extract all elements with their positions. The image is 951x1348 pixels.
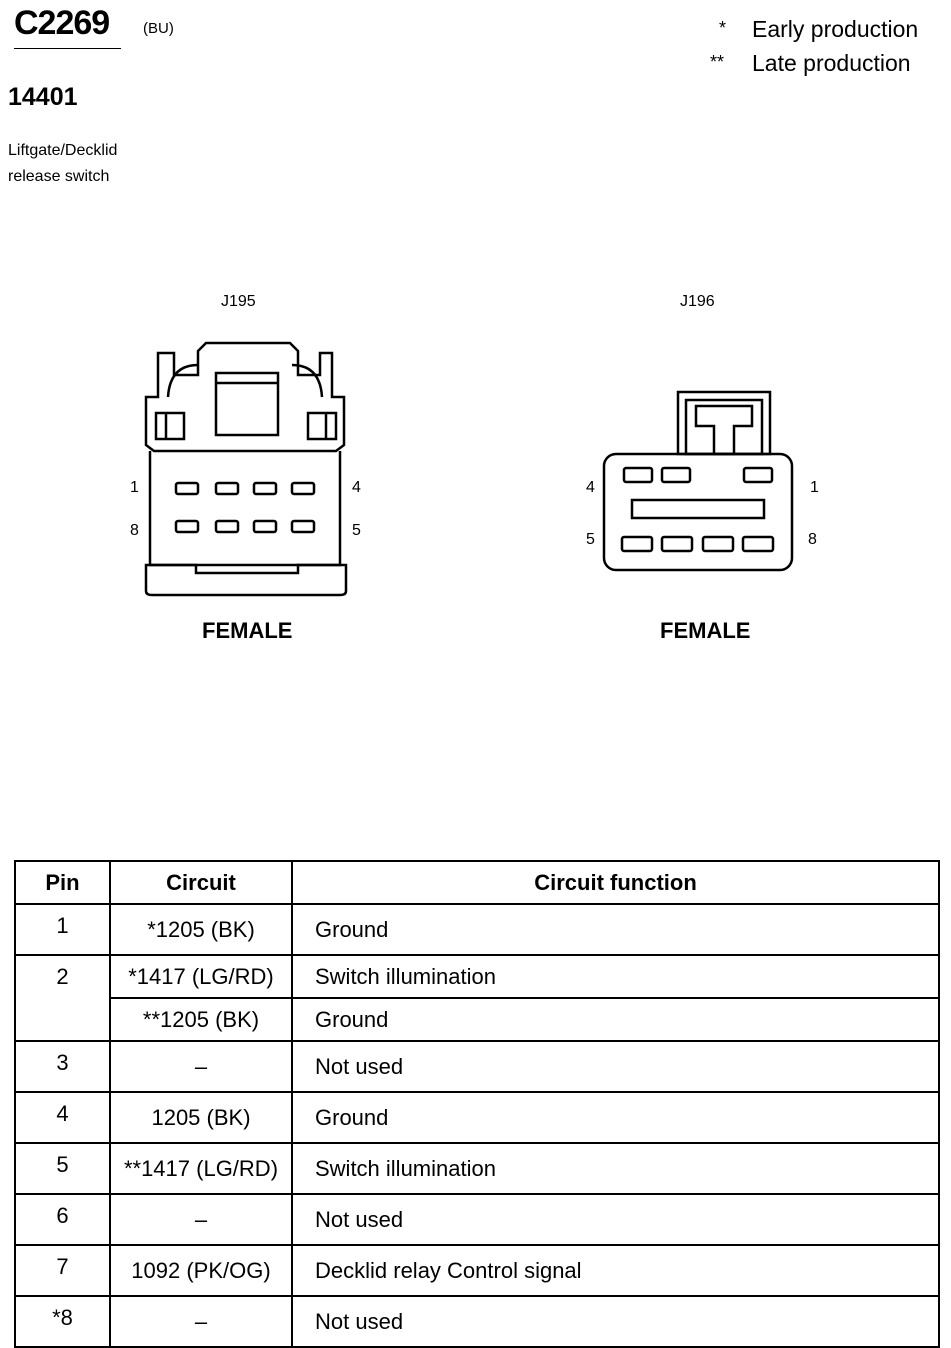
- pin-cell: 6: [14, 1193, 111, 1246]
- connector-color: (BU): [143, 20, 174, 37]
- pin-label-j196-bottom-left: 5: [586, 531, 595, 548]
- circuit-cell: 1205 (BK): [109, 1091, 293, 1144]
- circuit-cell: –: [109, 1040, 293, 1093]
- table-row: 2 *1417 (LG/RD) Switch illumination: [14, 954, 940, 1042]
- pin-cell: 1: [14, 903, 111, 956]
- column-header-circuit: Circuit: [109, 860, 293, 905]
- part-description: Liftgate/Decklid release switch: [8, 138, 117, 190]
- pinout-table: Pin Circuit Circuit function 1 *1205 (BK…: [14, 860, 940, 1348]
- table-row: 1 *1205 (BK) Ground: [14, 903, 940, 956]
- pin-label-j196-top-right: 1: [810, 479, 819, 496]
- connector-face-j196: [602, 390, 794, 572]
- pin-cell: 4: [14, 1091, 111, 1144]
- table-row: 3 – Not used: [14, 1040, 940, 1093]
- pin-cell: 2: [14, 954, 111, 1042]
- circuit-cell: *1417 (LG/RD): [109, 954, 293, 999]
- table-row: **1205 (BK) Ground: [15, 997, 940, 1042]
- view-label-j195: J195: [221, 293, 256, 310]
- pin-cell: 5: [14, 1142, 111, 1195]
- pin-cell: *8: [14, 1295, 111, 1348]
- pin-label-j195-top-right: 4: [352, 479, 361, 496]
- circuit-cell: –: [109, 1193, 293, 1246]
- gender-label-j195: FEMALE: [202, 618, 293, 643]
- gender-label-j196: FEMALE: [660, 618, 751, 643]
- circuit-cell: **1205 (BK): [109, 997, 293, 1042]
- function-cell: Ground: [291, 903, 940, 956]
- pin-label-j195-bottom-left: 8: [130, 522, 139, 539]
- part-description-line1: Liftgate/Decklid: [8, 142, 118, 159]
- view-label-j196: J196: [680, 293, 715, 310]
- function-cell: Not used: [291, 1040, 940, 1093]
- circuit-cell: –: [109, 1295, 293, 1348]
- part-number: 14401: [8, 83, 78, 111]
- connector-id-underline: [14, 48, 121, 49]
- pin-label-j196-bottom-right: 8: [808, 531, 817, 548]
- function-cell: Decklid relay Control signal: [291, 1244, 940, 1297]
- legend-text-early: Early production: [752, 16, 919, 42]
- pin-label-j195-bottom-right: 5: [352, 522, 361, 539]
- function-cell: Not used: [291, 1295, 940, 1348]
- circuit-cell: *1205 (BK): [109, 903, 293, 956]
- table-row: 4 1205 (BK) Ground: [14, 1091, 940, 1144]
- table-row: *8 – Not used: [14, 1295, 940, 1348]
- table-row: 6 – Not used: [14, 1193, 940, 1246]
- function-cell: Not used: [291, 1193, 940, 1246]
- function-cell: Ground: [291, 997, 940, 1042]
- legend-text-late: Late production: [752, 50, 911, 76]
- column-header-function: Circuit function: [291, 860, 940, 905]
- column-header-pin: Pin: [14, 860, 111, 905]
- circuit-cell: 1092 (PK/OG): [109, 1244, 293, 1297]
- table-row: 5 **1417 (LG/RD) Switch illumination: [14, 1142, 940, 1195]
- part-description-line2: release switch: [8, 168, 110, 185]
- table-header-row: Pin Circuit Circuit function: [14, 860, 940, 905]
- pin-cell: 7: [14, 1244, 111, 1297]
- pin-label-j196-top-left: 4: [586, 479, 595, 496]
- table-row: 7 1092 (PK/OG) Decklid relay Control sig…: [14, 1244, 940, 1297]
- circuit-cell: **1417 (LG/RD): [109, 1142, 293, 1195]
- connector-id: C2269: [14, 4, 110, 42]
- connector-face-j195: [144, 341, 348, 597]
- function-cell: Ground: [291, 1091, 940, 1144]
- function-cell: Switch illumination: [291, 1142, 940, 1195]
- legend-symbol-early: *: [719, 18, 727, 38]
- legend-symbol-late: **: [710, 52, 725, 72]
- pin-label-j195-top-left: 1: [130, 479, 139, 496]
- function-cell: Switch illumination: [291, 954, 940, 999]
- pin-cell: 3: [14, 1040, 111, 1093]
